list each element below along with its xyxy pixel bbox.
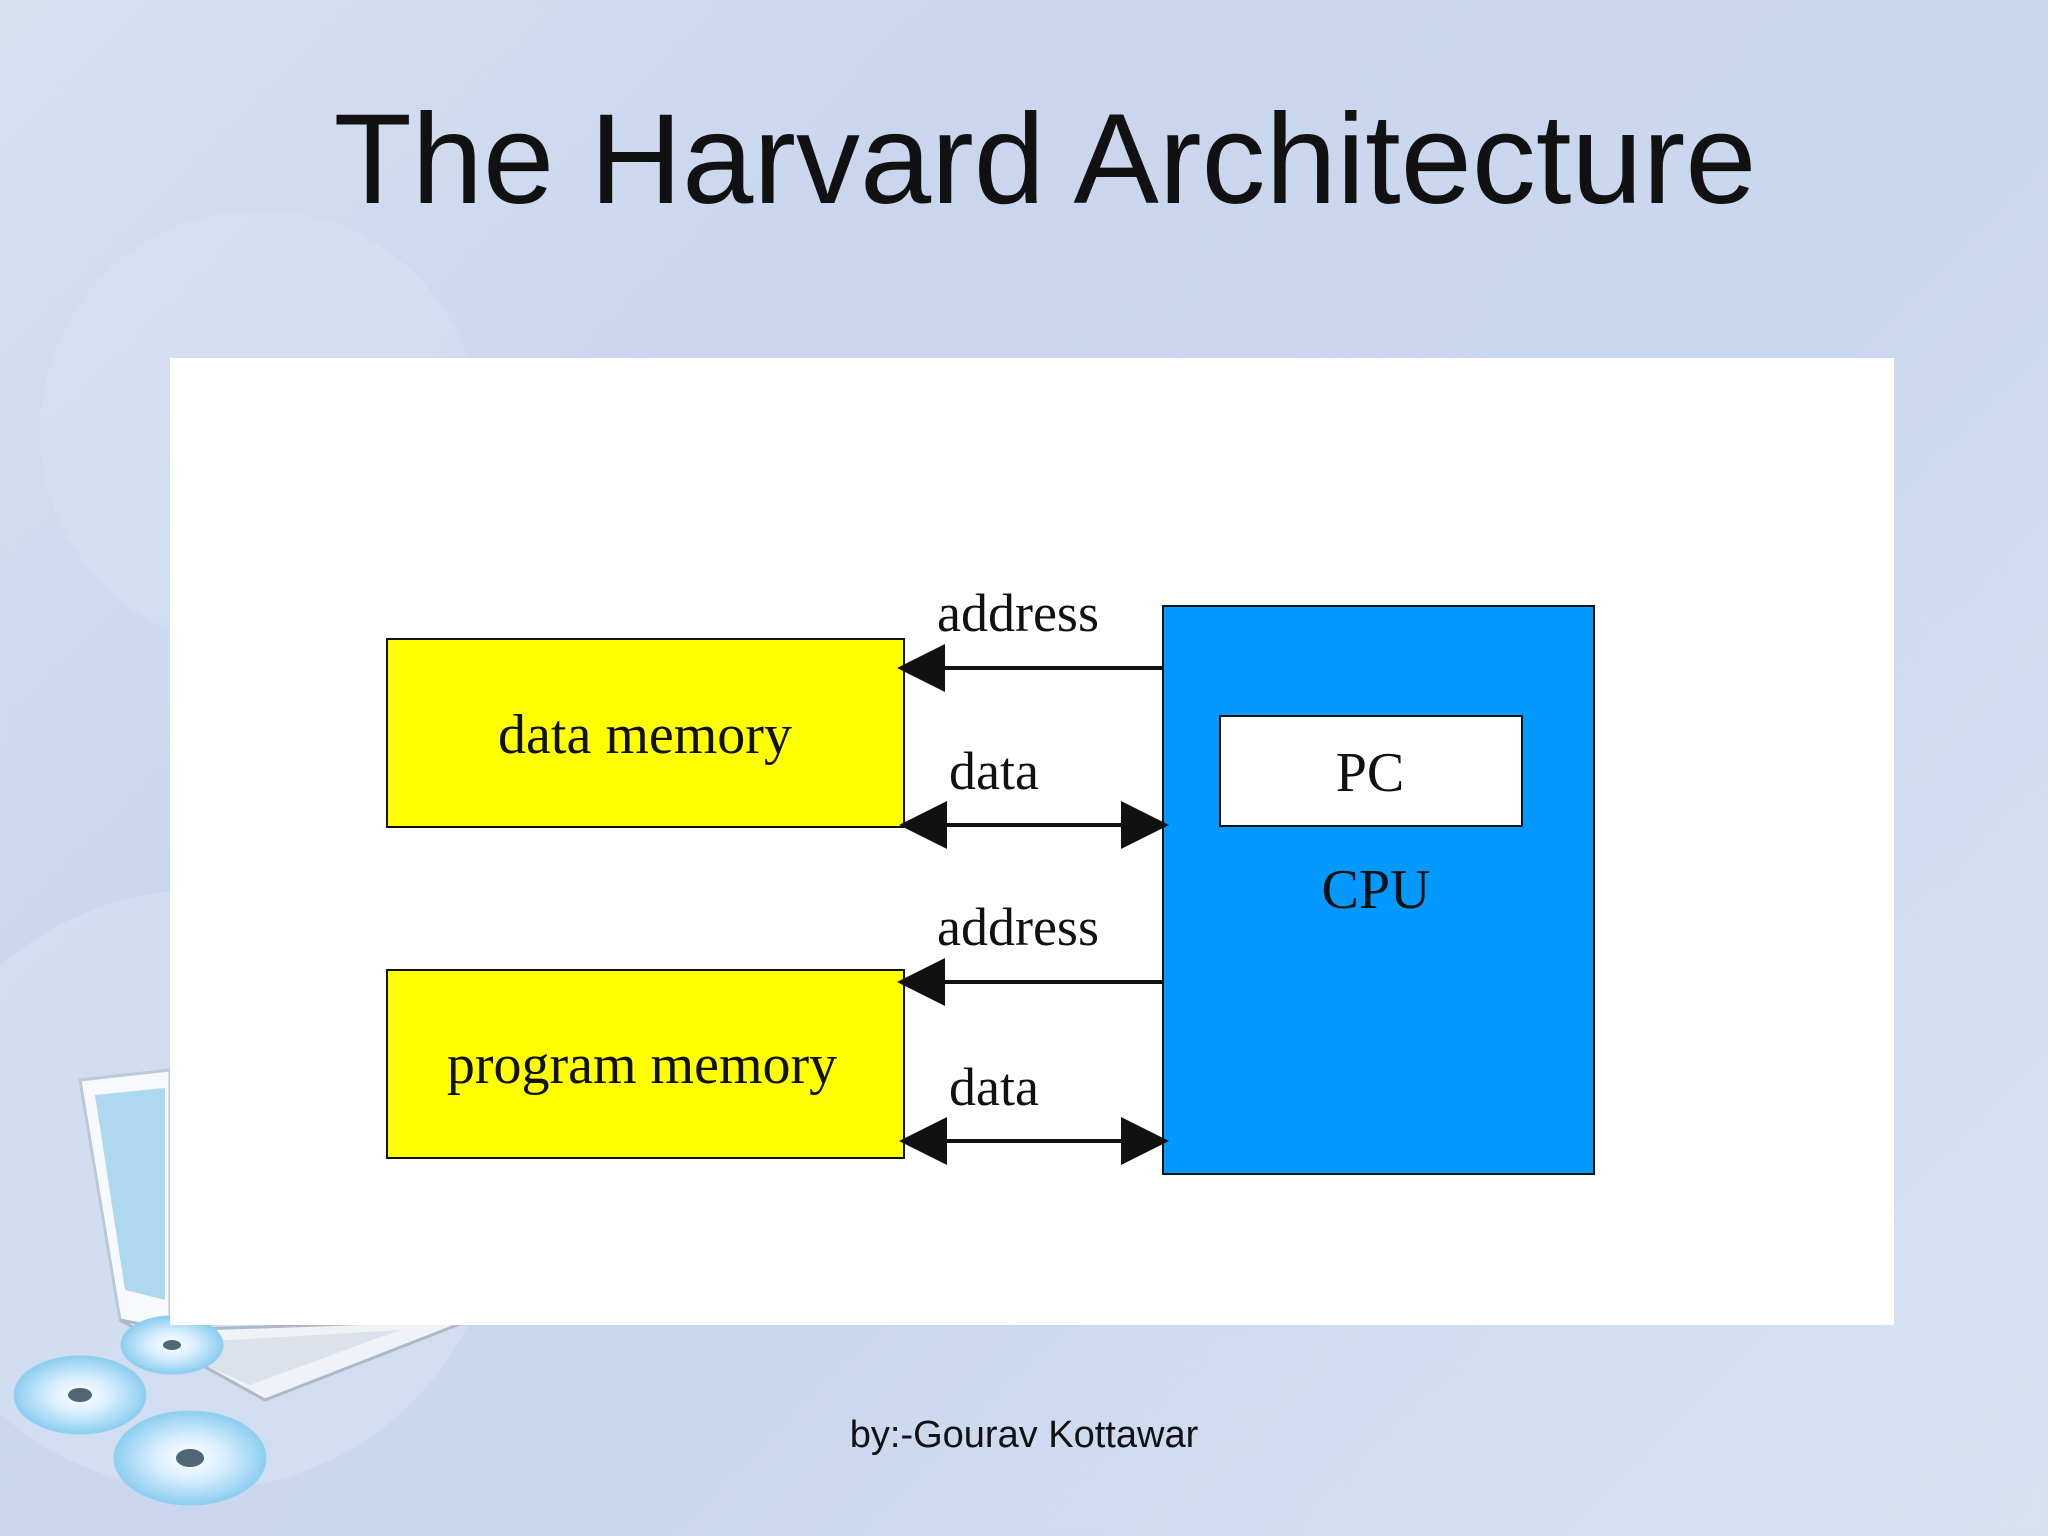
pc-label: PC: [1336, 742, 1405, 804]
slide-byline: by:-Gourav Kottawar: [849, 1414, 1199, 1456]
slide-title: The Harvard Architecture: [333, 88, 1757, 231]
program-memory-block: [386, 969, 905, 1159]
program-memory-address-label: address: [937, 897, 1099, 957]
program-memory-data-label: data: [949, 1057, 1039, 1117]
diagram-canvas: data memory program memory PC CPU addres…: [386, 583, 1595, 1175]
cpu-block: [1162, 605, 1595, 1175]
harvard-architecture-diagram: data memory program memory PC CPU addres…: [170, 358, 1894, 1325]
data-memory-label: data memory: [498, 704, 792, 766]
program-memory-label: program memory: [447, 1034, 837, 1096]
cd-disc-icon: [13, 1315, 267, 1506]
pc-register: [1219, 715, 1523, 827]
data-memory-data-label: data: [949, 741, 1039, 801]
data-memory-block: [386, 638, 905, 828]
cpu-label: CPU: [1322, 859, 1431, 921]
data-memory-address-label: address: [937, 583, 1099, 643]
